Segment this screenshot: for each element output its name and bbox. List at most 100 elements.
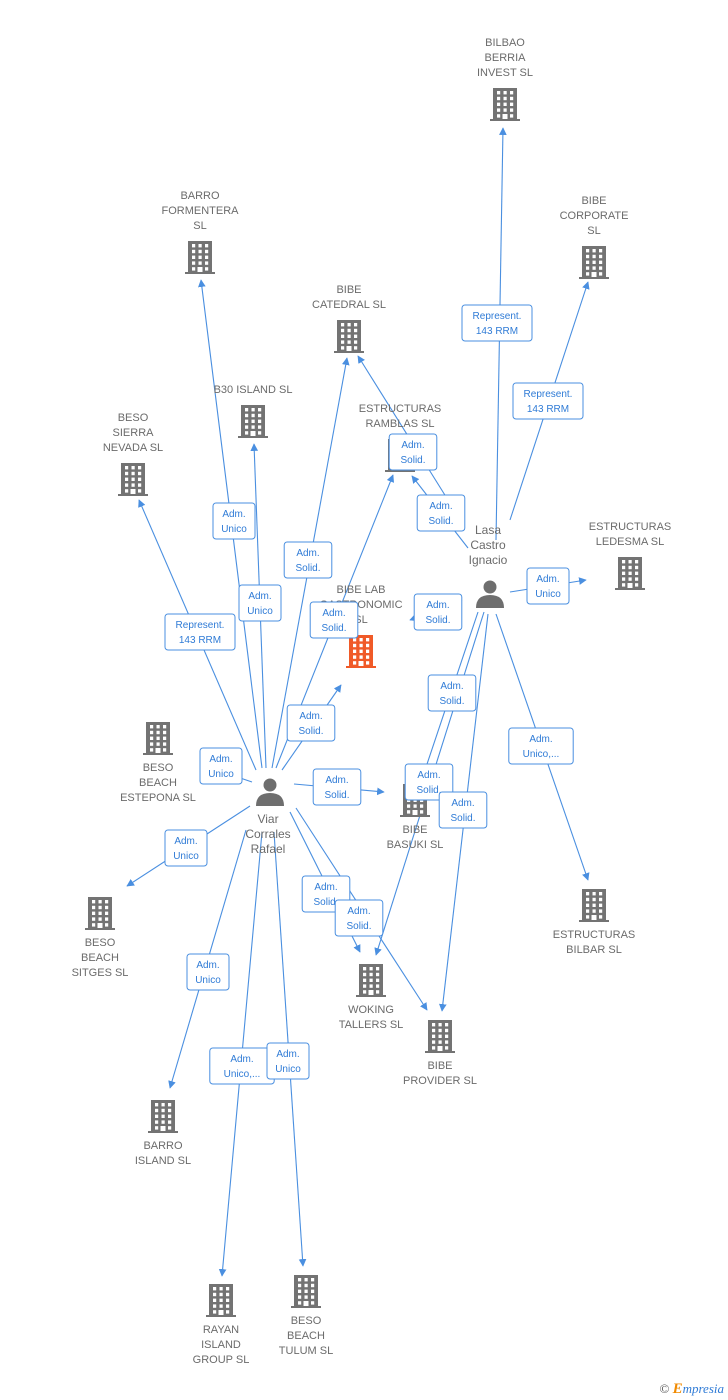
edge-label-lasa-bibe_corp[interactable]: Represent.143 RRM (512, 382, 584, 420)
building-window (586, 249, 590, 253)
edge-label-box[interactable] (283, 541, 333, 579)
building-icon[interactable] (206, 1284, 236, 1317)
edge-label-box[interactable] (186, 953, 230, 991)
building-icon[interactable] (615, 557, 645, 590)
building-icon[interactable] (490, 88, 520, 121)
edge-label-box[interactable] (266, 1042, 310, 1080)
edge-label-box[interactable] (238, 584, 282, 622)
edge-label-lasa-woking[interactable]: Adm.Solid. (427, 674, 477, 712)
company-node-b30[interactable]: B30 ISLAND SL (214, 384, 293, 438)
building-icon[interactable] (148, 1100, 178, 1133)
edge-label-lasa-bilbao[interactable]: Represent.143 RRM (461, 304, 533, 342)
company-name-line: ESTRUCTURAS (359, 403, 442, 415)
building-base (334, 351, 364, 353)
edge-label-text: Adm. (174, 836, 197, 847)
building-icon[interactable] (185, 241, 215, 274)
edge-label-box[interactable] (334, 899, 384, 937)
edge-label-viar-beso_tulum[interactable]: Adm.Unico (266, 1042, 310, 1080)
edge-label-box[interactable] (413, 593, 463, 631)
person-icon[interactable] (476, 580, 504, 609)
building-icon[interactable] (238, 405, 268, 438)
edge-label-viar-barro_island[interactable]: Adm.Unico (186, 953, 230, 991)
building-window (131, 483, 135, 487)
building-icon[interactable] (334, 320, 364, 353)
building-icon[interactable] (579, 246, 609, 279)
building-icon[interactable] (143, 722, 173, 755)
edge-label-lasa-estr_ledesma[interactable]: Adm.Unico (526, 567, 570, 605)
building-base (85, 928, 115, 930)
edge-label-box[interactable] (427, 674, 477, 712)
edge-label-box[interactable] (404, 763, 454, 801)
edge-label-viar-rayan[interactable]: Adm.Unico,... (209, 1047, 275, 1085)
building-base (425, 1051, 455, 1053)
building-icon[interactable] (356, 964, 386, 997)
edge-label-box[interactable] (286, 704, 336, 742)
edge-label-lasa-estr_bilbar[interactable]: Adm.Unico,... (508, 727, 574, 765)
edge-label-viar-bibe_catedral[interactable]: Adm.Solid. (283, 541, 333, 579)
highlighted-building-icon[interactable] (346, 635, 376, 668)
edge-label-lasa-bibe_catedral[interactable]: Adm.Solid. (388, 433, 438, 471)
edge-label-viar-estr_ramblas[interactable]: Adm.Solid. (309, 601, 359, 639)
building-window (353, 638, 357, 642)
edge-label-box[interactable] (461, 304, 533, 342)
edge-label-box[interactable] (212, 502, 256, 540)
edge-label-viar-bibe_lab[interactable]: Adm.Solid. (286, 704, 336, 742)
edge-label-lasa-bibe_lab[interactable]: Adm.Solid. (413, 593, 463, 631)
person-icon[interactable] (256, 778, 284, 807)
edge-label-viar-barro_form[interactable]: Adm.Unico (212, 502, 256, 540)
edge-label-viar-beso_estepona[interactable]: Adm.Unico (199, 747, 243, 785)
edge-label-box[interactable] (312, 768, 362, 806)
company-name-line: GROUP SL (193, 1354, 250, 1366)
edge-label-box[interactable] (199, 747, 243, 785)
building-window (205, 267, 209, 271)
building-icon[interactable] (85, 897, 115, 930)
building-window (258, 413, 262, 418)
edge-label-box[interactable] (416, 494, 466, 532)
edge-label-box[interactable] (164, 829, 208, 867)
company-name-line: SL (193, 220, 206, 232)
building-icon[interactable] (579, 889, 609, 922)
edge-label-text: Adm. (347, 906, 370, 917)
edge-label-lasa-bibe_basuki[interactable]: Adm.Solid. (404, 763, 454, 801)
company-name-line: BIBE LAB (337, 584, 386, 596)
edge-label-viar-beso_sierra[interactable]: Represent.143 RRM (164, 613, 236, 651)
edge-label-viar-bibe_provider[interactable]: Adm.Solid. (334, 899, 384, 937)
edge-label-box[interactable] (508, 727, 574, 765)
edge-label-box[interactable] (309, 601, 359, 639)
building-icon[interactable] (291, 1275, 321, 1308)
edge-label-text: Unico,... (523, 749, 560, 760)
edge-label-viar-b30[interactable]: Adm.Unico (238, 584, 282, 622)
edge-label-box[interactable] (438, 791, 488, 829)
edge-label-lasa-bibe_provider[interactable]: Adm.Solid. (438, 791, 488, 829)
building-window (304, 1295, 308, 1299)
edge-label-box[interactable] (164, 613, 236, 651)
edge-label-text: Adm. (325, 775, 348, 786)
edge-label-box[interactable] (388, 433, 438, 471)
company-name-line: BILBAO (485, 37, 525, 49)
edge-label-viar-bibe_basuki[interactable]: Adm.Solid. (312, 768, 362, 806)
building-window (353, 643, 357, 648)
edge-label-box[interactable] (512, 382, 584, 420)
edge-label-box[interactable] (526, 567, 570, 605)
edge-label-viar-beso_sitges[interactable]: Adm.Unico (164, 829, 208, 867)
building-icon[interactable] (425, 1020, 455, 1053)
edge-label-text: Unico (247, 606, 273, 617)
building-icon[interactable] (118, 463, 148, 496)
edge-label-lasa-estr_ramblas[interactable]: Adm.Solid. (416, 494, 466, 532)
